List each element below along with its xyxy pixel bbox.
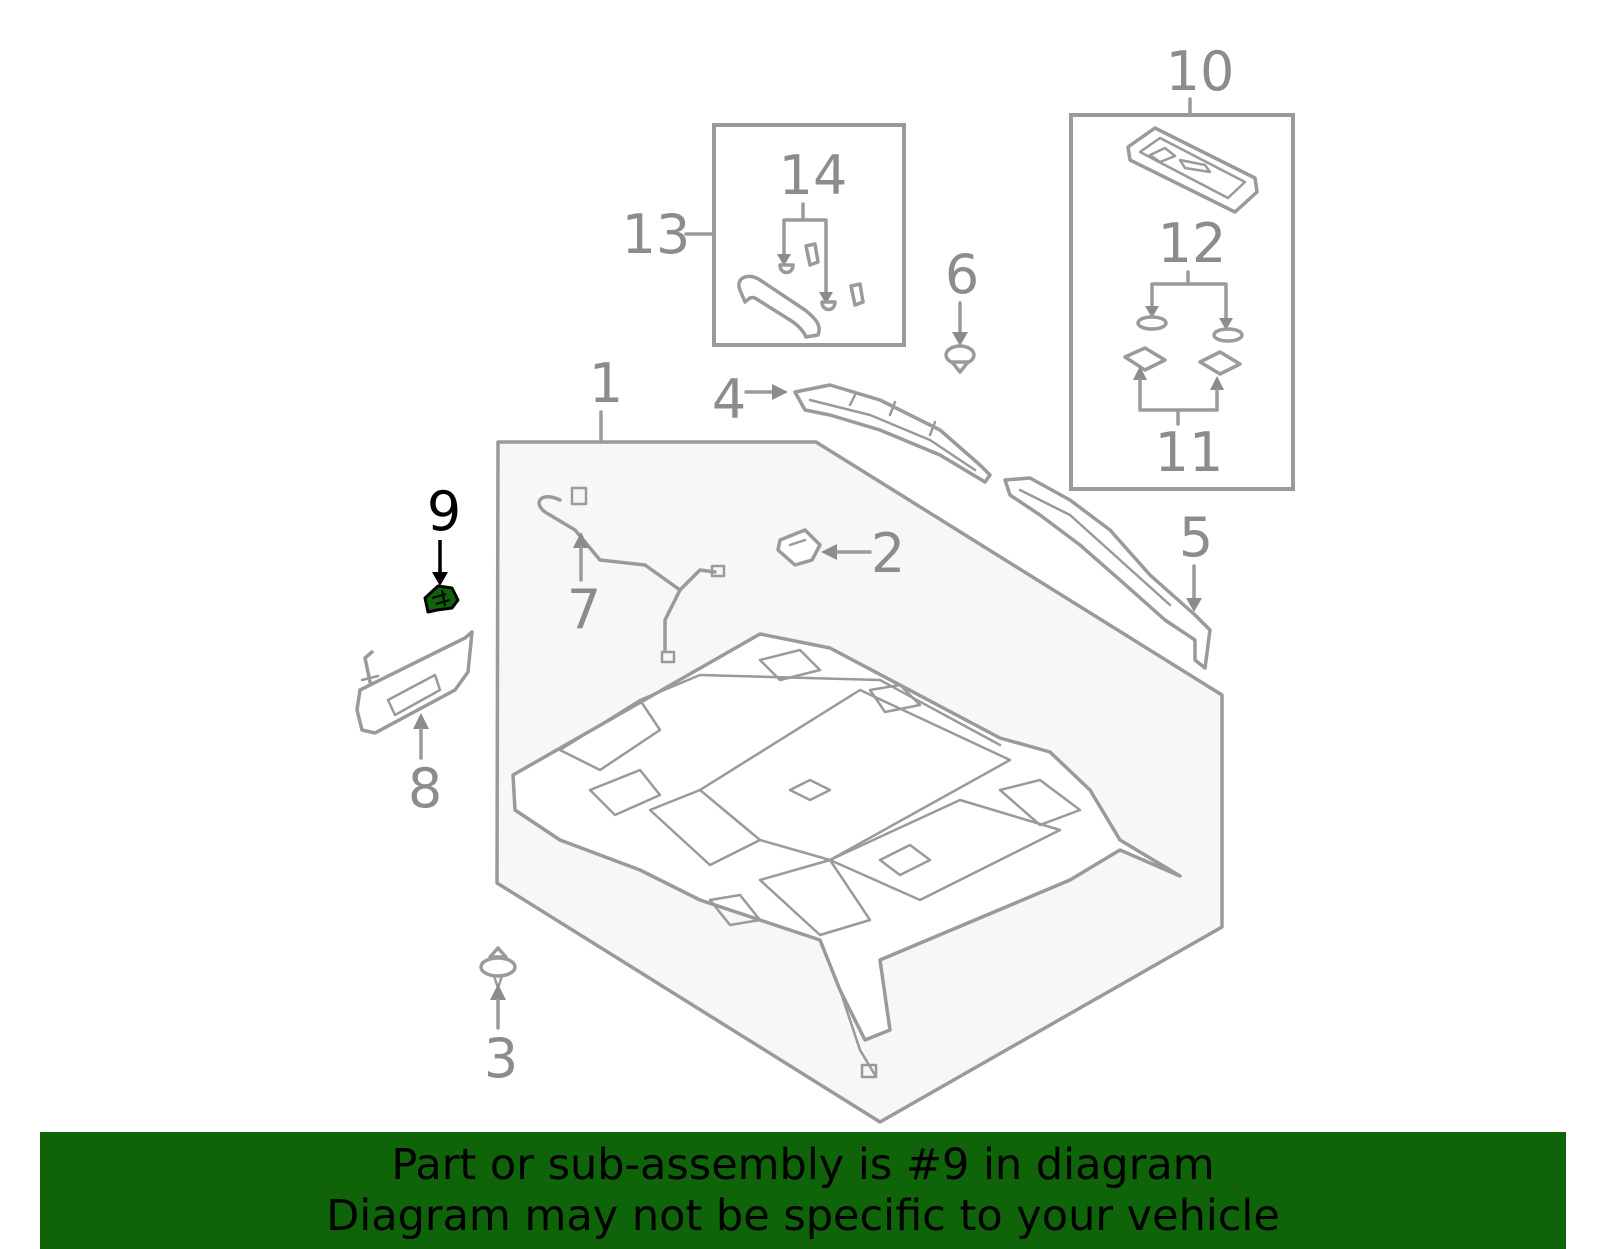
part-5-retainer-rear[interactable] bbox=[1003, 476, 1212, 670]
callout-5: 5 bbox=[1179, 506, 1213, 569]
callout-13: 13 bbox=[622, 203, 691, 266]
callout-10: 10 bbox=[1166, 40, 1235, 103]
part-13-assist-grip[interactable] bbox=[737, 274, 821, 339]
leader-14 bbox=[782, 202, 828, 294]
arrowhead-6 bbox=[952, 332, 968, 346]
part-11-lamp-brackets[interactable] bbox=[1123, 346, 1242, 376]
arrowhead-14a bbox=[777, 254, 791, 266]
callout-14: 14 bbox=[779, 144, 848, 207]
part-9-visor-holder[interactable] bbox=[423, 584, 460, 614]
leader-12 bbox=[1150, 270, 1228, 320]
arrowhead-11a bbox=[1133, 366, 1147, 380]
headliner-body bbox=[511, 632, 1182, 1042]
arrowhead-14b bbox=[819, 292, 833, 304]
arrowhead-9 bbox=[432, 572, 448, 586]
part-8-sun-visor[interactable] bbox=[355, 630, 474, 735]
arrowhead-5 bbox=[1186, 598, 1202, 612]
part-14-grip-clips[interactable] bbox=[778, 242, 865, 312]
arrowhead-2 bbox=[821, 544, 837, 560]
arrowhead-8 bbox=[413, 713, 429, 729]
callout-4: 4 bbox=[712, 368, 746, 431]
box-10 bbox=[1069, 113, 1295, 491]
footer-line-2: Diagram may not be specific to your vehi… bbox=[326, 1190, 1280, 1241]
part-4-retainer-front[interactable] bbox=[793, 383, 992, 484]
part-1-headliner[interactable] bbox=[495, 440, 1224, 1124]
arrowhead-12b bbox=[1219, 318, 1233, 330]
footer-banner: Part or sub-assembly is #9 in diagram Di… bbox=[40, 1132, 1566, 1249]
callout-7: 7 bbox=[567, 578, 601, 641]
arrowhead-3 bbox=[490, 984, 506, 1000]
callout-2: 2 bbox=[871, 522, 905, 585]
callout-12: 12 bbox=[1158, 212, 1227, 275]
leader-11 bbox=[1138, 378, 1219, 426]
part-10-map-lamp[interactable] bbox=[1126, 126, 1259, 214]
part-3-push-clip[interactable] bbox=[479, 946, 517, 990]
arrowhead-11b bbox=[1210, 376, 1224, 390]
arrowhead-12a bbox=[1145, 306, 1159, 318]
callout-11: 11 bbox=[1155, 421, 1224, 484]
part-2-clip[interactable] bbox=[776, 528, 822, 567]
part-6-clip[interactable] bbox=[944, 344, 976, 374]
part-7-wiring-harness[interactable] bbox=[537, 486, 726, 664]
callout-6: 6 bbox=[945, 243, 979, 306]
callout-8: 8 bbox=[408, 757, 442, 820]
arrowhead-4 bbox=[772, 384, 788, 400]
arrowhead-7 bbox=[573, 532, 589, 548]
callout-9: 9 bbox=[427, 480, 461, 543]
callout-3: 3 bbox=[484, 1027, 518, 1090]
footer-line-1: Part or sub-assembly is #9 in diagram bbox=[391, 1139, 1215, 1190]
part-12-lamp-clips[interactable] bbox=[1136, 315, 1244, 343]
callout-1: 1 bbox=[589, 352, 623, 415]
